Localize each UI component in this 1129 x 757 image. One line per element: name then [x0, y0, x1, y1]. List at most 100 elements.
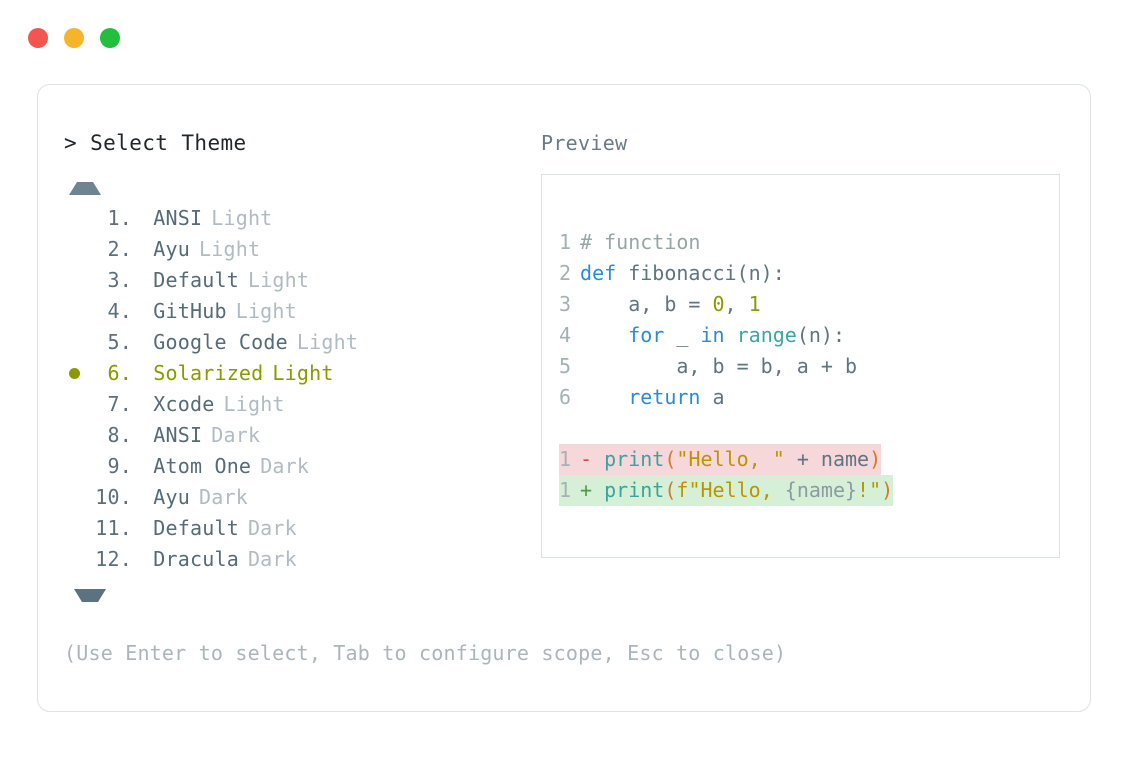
code-token: a, b = b, a + b: [580, 354, 857, 378]
theme-item-name: Xcode: [153, 392, 215, 416]
code-line: 1# function: [559, 227, 893, 258]
code-token: 1: [748, 292, 761, 316]
theme-item-variant: Light: [272, 361, 334, 385]
code-token: + name: [784, 447, 870, 471]
theme-item-index: 3.: [107, 268, 132, 292]
theme-item-variant: Dark: [247, 516, 297, 540]
theme-item-name: Dracula: [153, 547, 239, 571]
code-token: [725, 323, 737, 347]
index-spacer: [132, 234, 153, 265]
code-line: 6 return a: [559, 382, 893, 413]
theme-item-index: 5.: [107, 330, 132, 354]
selected-indicator: [64, 544, 90, 575]
code-token: [580, 323, 628, 347]
diff-sign: +: [580, 478, 605, 502]
theme-list-item[interactable]: 9. Atom One Dark: [64, 451, 534, 482]
theme-item-index: 9.: [107, 454, 132, 478]
theme-item-name: Default: [153, 516, 239, 540]
code-token: 0: [712, 292, 725, 316]
code-token: [580, 385, 628, 409]
maximize-window-button[interactable]: [100, 28, 120, 48]
selected-indicator: [64, 234, 90, 265]
code-token: for: [628, 323, 665, 347]
theme-item-name: Atom One: [153, 454, 252, 478]
selected-indicator: [64, 420, 90, 451]
line-number: 3: [559, 292, 572, 316]
theme-item-variant: Light: [247, 268, 310, 292]
theme-item-index: 2.: [107, 237, 132, 261]
line-number: 5: [559, 354, 572, 378]
index-spacer: [132, 389, 153, 420]
theme-item-index: 6.: [107, 361, 132, 385]
theme-item-index: 7.: [107, 392, 132, 416]
index-spacer: [132, 513, 153, 544]
code-token: a: [700, 385, 725, 409]
index-spacer: [132, 451, 153, 482]
code-token: ,: [724, 292, 749, 316]
line-number: 6: [559, 385, 572, 409]
close-window-button[interactable]: [28, 28, 48, 48]
index-spacer: [132, 420, 153, 451]
theme-list-item[interactable]: 11. Default Dark: [64, 513, 534, 544]
theme-item-name: Default: [153, 268, 239, 292]
preview-label: Preview: [541, 131, 628, 155]
theme-item-index: 12.: [95, 547, 132, 571]
minimize-window-button[interactable]: [64, 28, 84, 48]
theme-item-index: 11.: [95, 516, 132, 540]
code-token: range: [736, 323, 797, 347]
theme-list-item[interactable]: 3. Default Light: [64, 265, 534, 296]
code-token: ): [881, 478, 894, 502]
selected-indicator: [64, 451, 90, 482]
line-number: 4: [559, 323, 572, 347]
selected-indicator: [64, 513, 90, 544]
code-token: a, b =: [580, 292, 713, 316]
page-title: > Select Theme: [64, 131, 247, 155]
diff-sign: -: [580, 447, 605, 471]
triangle-down-icon[interactable]: [74, 589, 106, 615]
diff-removed-line: 1- print("Hello, " + name): [559, 444, 882, 475]
code-token: ): [869, 447, 882, 471]
selected-indicator: [64, 265, 90, 296]
code-token: {name}: [784, 478, 858, 502]
code-token: def: [580, 261, 617, 285]
index-spacer: [132, 482, 153, 513]
theme-item-name: GitHub: [153, 299, 227, 323]
selected-indicator: [64, 358, 90, 389]
theme-item-variant: Dark: [260, 454, 310, 478]
index-spacer: [132, 327, 153, 358]
diff-line-row: 1+ print(f"Hello, {name}!"): [559, 475, 894, 506]
line-number: 1: [559, 478, 572, 502]
theme-item-variant: Dark: [198, 485, 248, 509]
code-token: _: [664, 323, 701, 347]
index-spacer: [132, 296, 153, 327]
theme-item-index: 4.: [107, 299, 132, 323]
theme-item-name: ANSI: [153, 206, 203, 230]
window-traffic-lights: [28, 28, 120, 48]
theme-list-item[interactable]: 12. Dracula Dark: [64, 544, 534, 575]
theme-item-variant: Light: [296, 330, 359, 354]
theme-item-variant: Dark: [247, 547, 297, 571]
selected-indicator: [64, 203, 90, 234]
line-number: 1: [559, 230, 572, 254]
theme-list-item[interactable]: 6. Solarized Light: [64, 358, 534, 389]
index-spacer: [132, 544, 153, 575]
code-token: "Hello, ": [676, 447, 785, 471]
index-spacer: [132, 265, 153, 296]
code-token: (n):: [796, 323, 845, 347]
code-line: 4 for _ in range(n):: [559, 320, 893, 351]
theme-item-variant: Dark: [211, 423, 261, 447]
theme-item-name: Ayu: [153, 237, 190, 261]
triangle-up-icon[interactable]: [69, 169, 101, 195]
theme-item-name: Solarized: [153, 361, 264, 385]
